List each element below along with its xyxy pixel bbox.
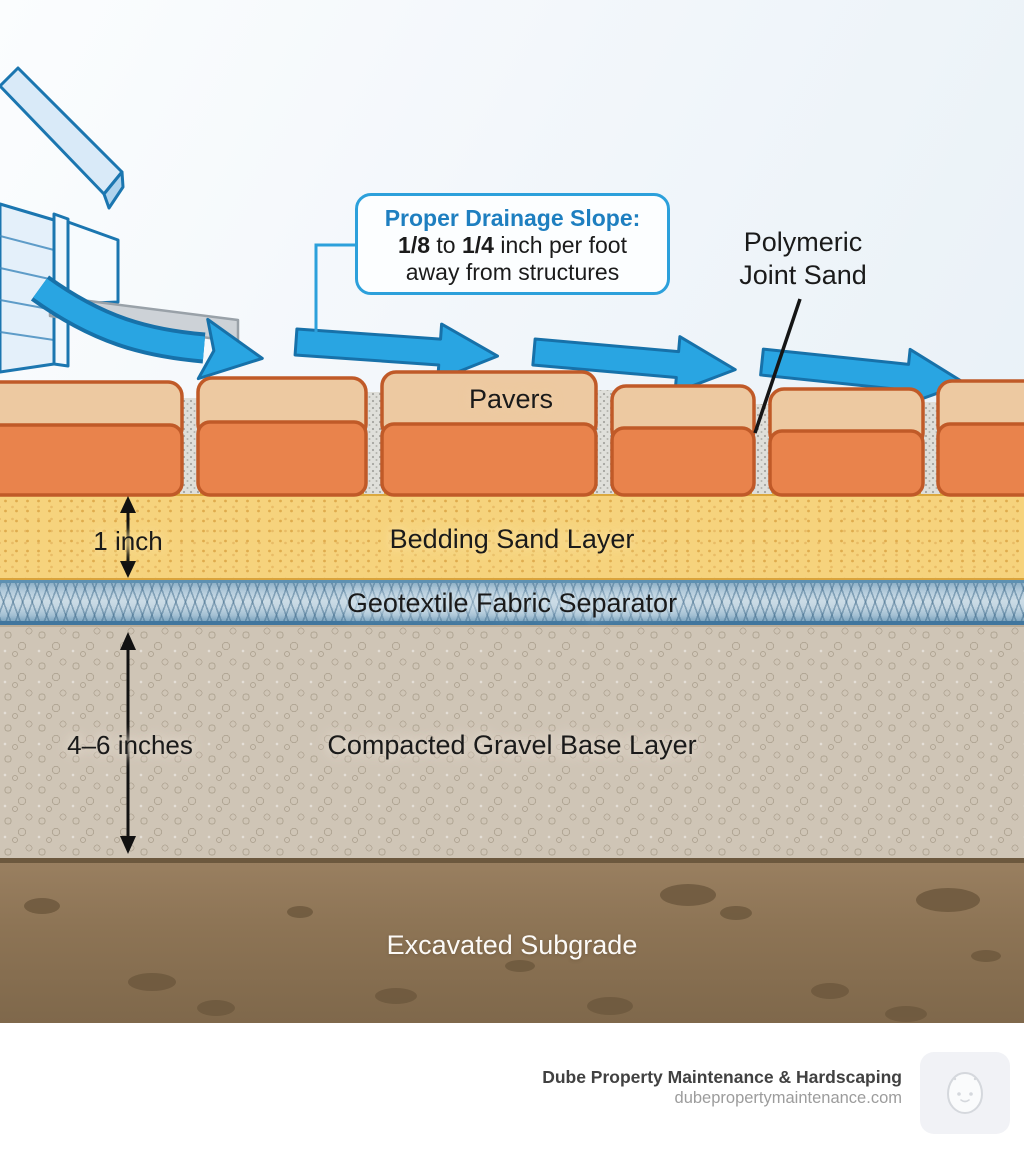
drainage-slope-callout: Proper Drainage Slope: 1/8 to 1/4 inch p…: [355, 193, 670, 295]
brand-logo-tile: [920, 1052, 1010, 1134]
pavers-label: Pavers: [468, 384, 554, 414]
subgrade-label: Excavated Subgrade: [386, 930, 638, 960]
gravel-base-label: Compacted Gravel Base Layer: [327, 730, 697, 760]
footer-text: Dube Property Maintenance & Hardscaping …: [542, 1066, 902, 1109]
footer-band: [0, 1023, 1024, 1154]
bedding-measure-label: 1 inch: [93, 526, 163, 556]
website-url: dubepropertymaintenance.com: [674, 1089, 902, 1107]
polymeric-joint-sand-label: Polymeric Joint Sand: [739, 227, 867, 290]
geotextile-layer: [0, 580, 1024, 625]
bedding-sand-label: Bedding Sand Layer: [389, 524, 635, 554]
callout-line3: away from structures: [405, 259, 620, 285]
company-name: Dube Property Maintenance & Hardscaping: [542, 1067, 902, 1087]
gravel-measure-label: 4–6 inches: [67, 730, 193, 760]
gravel-base-layer: [0, 625, 1024, 858]
geotextile-label: Geotextile Fabric Separator: [346, 588, 678, 618]
brand-logo-icon: [946, 1071, 984, 1115]
bedding-sand-layer: [0, 492, 1024, 580]
callout-title: Proper Drainage Slope:: [384, 205, 641, 231]
subgrade-layer: [0, 858, 1024, 1023]
callout-line2: 1/8 to 1/4 inch per foot: [398, 232, 627, 258]
